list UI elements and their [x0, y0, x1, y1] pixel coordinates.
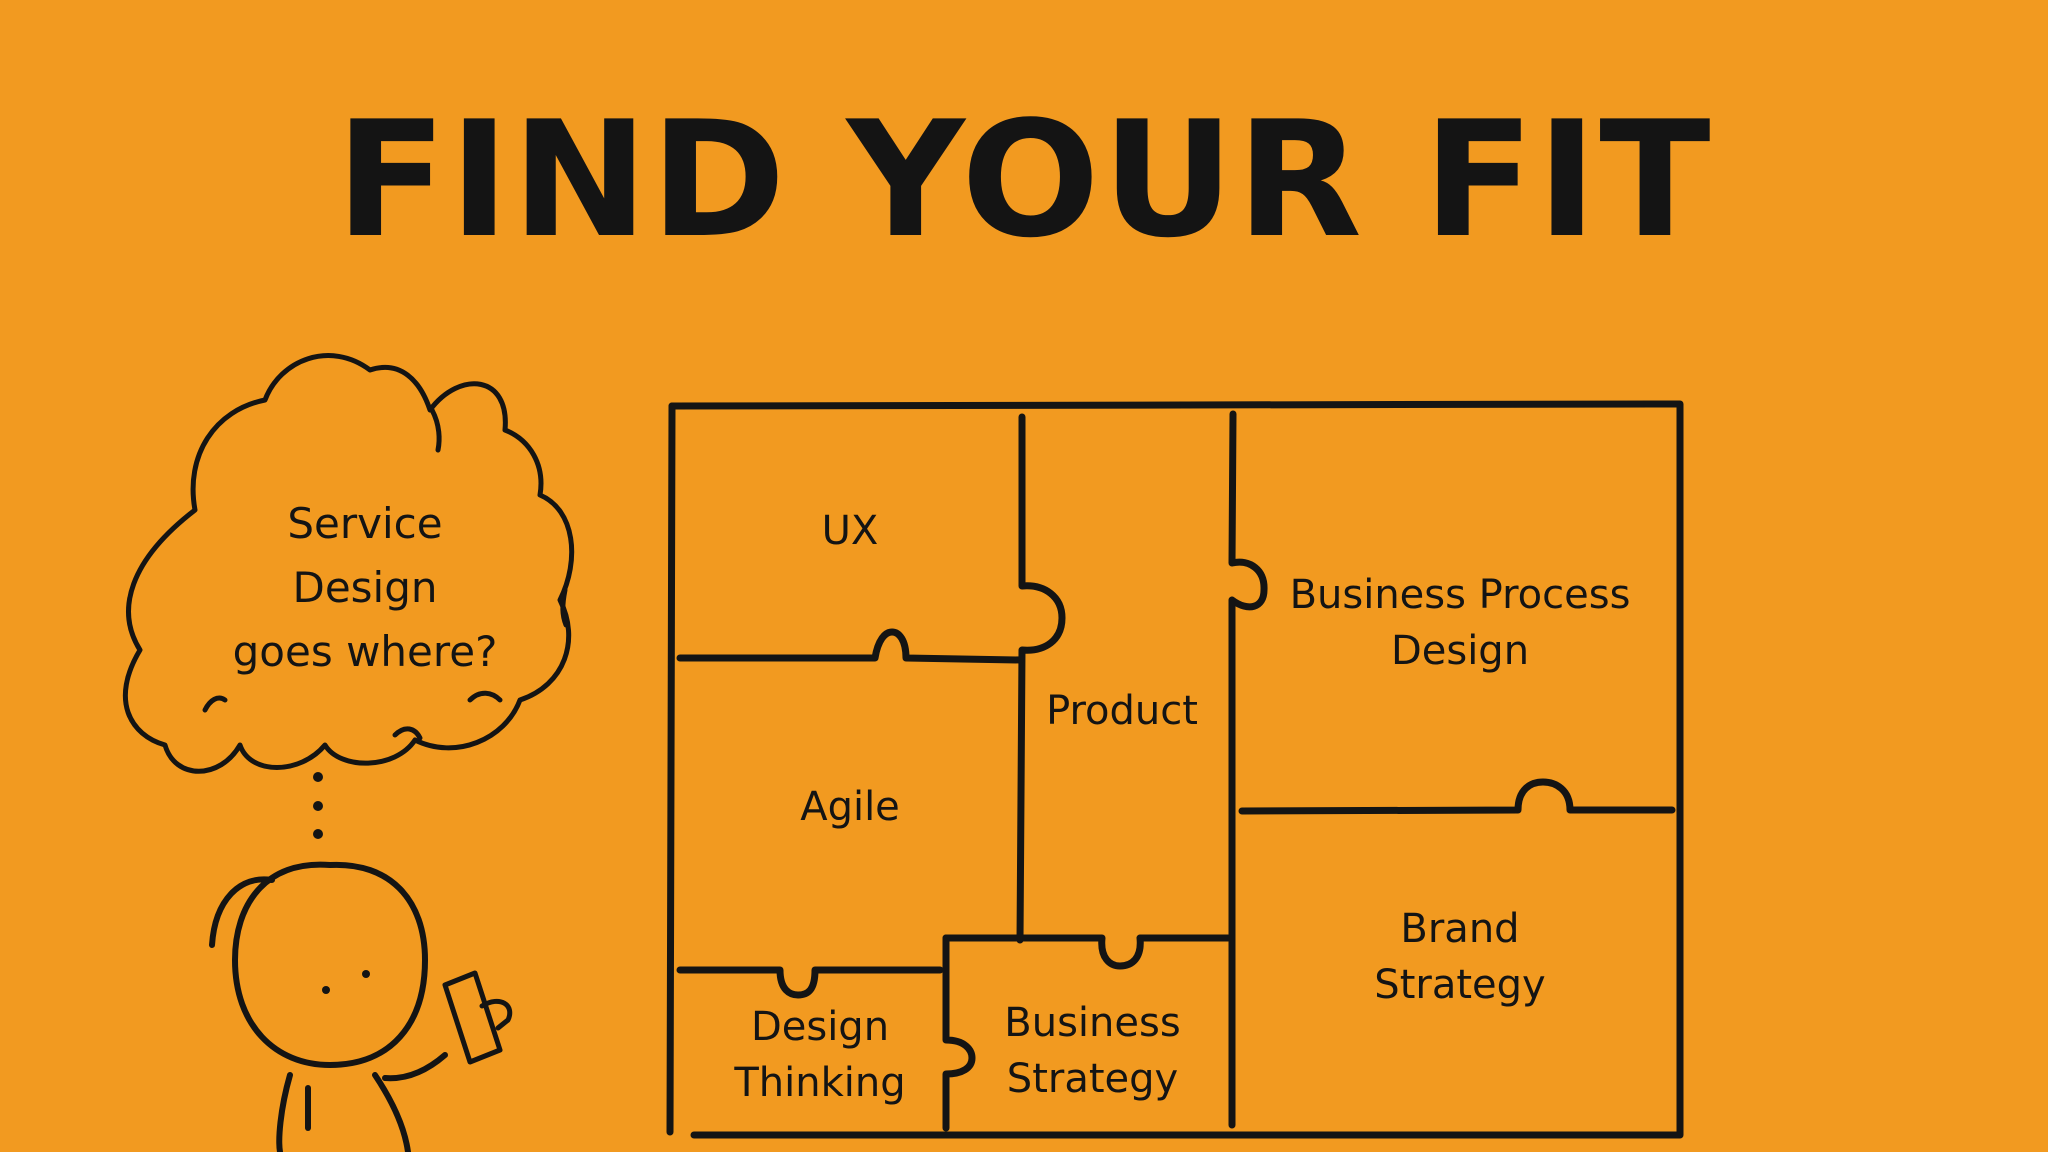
eyes: [322, 970, 370, 994]
piece-agile: Agile: [800, 784, 900, 830]
piece-ux: UX: [821, 508, 879, 554]
bpd-line-1: Business Process: [1289, 572, 1631, 618]
thought-dots: [313, 772, 323, 839]
thought-line-3: goes where?: [232, 627, 498, 676]
phone-icon: [442, 970, 513, 1065]
bpd-line-2: Design: [1390, 628, 1530, 674]
thought-cloud-icon: [122, 353, 575, 774]
brand-line-1: Brand: [1400, 906, 1520, 952]
piece-design-thinking: Design Thinking: [680, 999, 960, 1111]
bs-line-1: Business: [1004, 1000, 1181, 1046]
page-title: FIND YOUR FIT: [335, 86, 1713, 273]
brand-line-2: Strategy: [1374, 962, 1546, 1008]
bs-line-2: Strategy: [1006, 1056, 1179, 1102]
piece-business-strategy: Business Strategy: [955, 995, 1230, 1107]
puzzle-grid-icon: [666, 400, 1684, 1139]
thought-line-2: Design: [292, 563, 438, 612]
piece-brand-strategy: Brand Strategy: [1240, 901, 1680, 1013]
piece-business-process-design: Business Process Design: [1240, 567, 1680, 679]
dt-line-1: Design: [750, 1004, 890, 1050]
stick-figure-icon: [209, 861, 448, 1152]
piece-product: Product: [1046, 688, 1198, 734]
thought-line-1: Service: [287, 499, 443, 548]
thought-text: Service Design goes where?: [215, 492, 515, 684]
dt-line-2: Thinking: [734, 1060, 906, 1106]
